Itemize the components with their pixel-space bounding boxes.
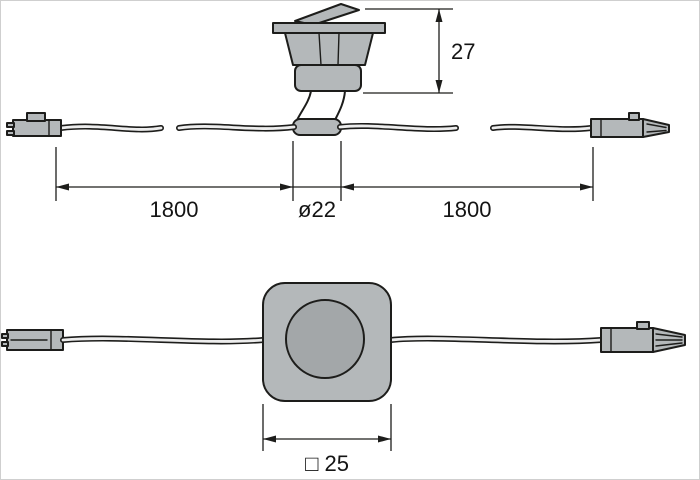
height-dimension: 27 [363,8,475,94]
front-view: □ 25 [1,282,686,476]
connector-ridge [655,333,683,338]
switch-lower-housing [294,64,362,92]
top-view: 1800 ø22 1800 27 [6,3,670,222]
arrowhead-right [378,435,391,443]
front-view-right-connector [600,321,686,353]
connector-pin [1,341,9,347]
switch-body-trapezoid [284,32,374,66]
switch-rocker [294,3,360,26]
connector-ridge [655,342,683,347]
cable-junction-plug [292,118,342,136]
cable-core [389,337,603,343]
dim-label-right-cable: 1800 [443,197,492,222]
connector-latch [636,321,650,330]
connector-body [600,327,654,353]
switch-body-rib-left [318,32,322,66]
arrowhead-up [435,9,443,22]
dim-label-left-cable: 1800 [150,197,199,222]
arrowhead-right [580,183,593,191]
top-view-left-connector [6,112,62,137]
dim-label-height: 27 [451,39,475,64]
arrowhead-left [263,435,276,443]
dim-label-diameter: ø22 [298,197,336,222]
width-dimension: □ 25 [262,404,392,476]
connector-latch [628,112,640,121]
cable-core [177,125,296,130]
switch-front-face [262,282,392,402]
front-view-left-connector [1,329,64,351]
switch-wire-left [296,90,312,121]
connector-body [12,119,62,137]
connector-pin [6,122,15,128]
arrowhead-left [56,183,69,191]
connector-ridge [646,123,667,129]
connector-body [590,118,644,138]
cable-core [491,125,593,131]
switch-body-rib-right [337,32,340,66]
top-view-right-connector [590,112,670,138]
top-view-cables [58,122,594,133]
switch-round-button [285,299,365,379]
dim-label-width: □ 25 [305,451,349,476]
rocker-switch-side-view [272,3,386,136]
switch-wire-right [334,90,346,121]
connector-ridge [646,129,667,133]
connector-pin [1,333,9,339]
top-view-dimensions: 1800 ø22 1800 [55,141,594,222]
cable-core [338,124,458,131]
arrowhead-down [435,80,443,93]
arrowhead-left [341,183,354,191]
connector-latch [26,112,46,122]
cable-core [61,337,265,343]
connector-pin [6,130,15,136]
switch-bezel [272,22,386,34]
arrowhead-right [280,183,293,191]
front-view-cables [60,335,604,345]
cable-core [59,125,163,131]
